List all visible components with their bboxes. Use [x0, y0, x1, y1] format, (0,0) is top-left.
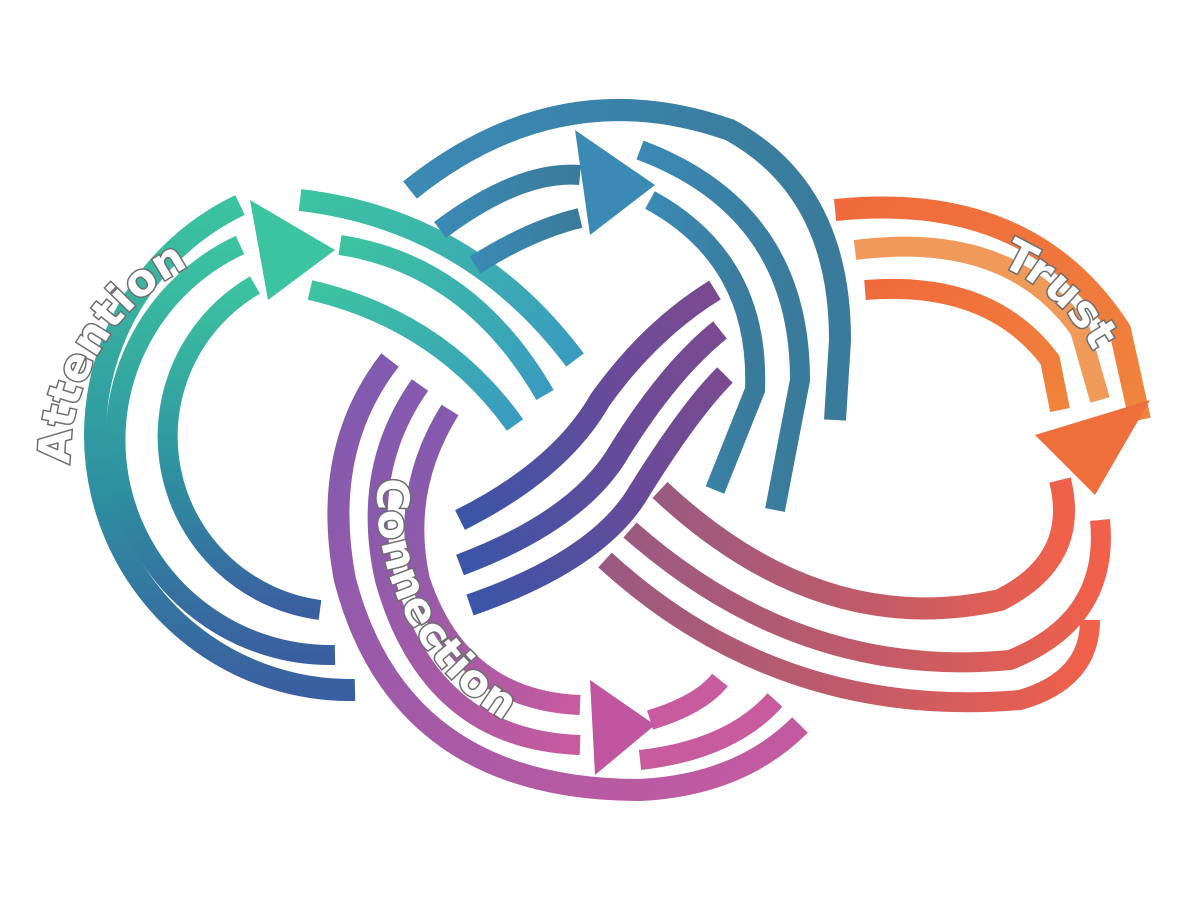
- trust-loop: [833, 196, 1151, 495]
- center-crossing-band: [455, 280, 733, 616]
- attention-arrowhead-icon: [250, 200, 335, 300]
- trust-arrowhead-icon: [1035, 400, 1150, 495]
- connection-arrowhead-icon: [590, 680, 655, 775]
- attention-loop: [84, 189, 584, 702]
- lower-return-loop: [598, 477, 1111, 713]
- top-arrowhead-icon: [575, 130, 655, 235]
- trust-label: Trust: [995, 229, 1128, 357]
- connection-loop: [327, 353, 808, 802]
- top-loop: [403, 99, 852, 512]
